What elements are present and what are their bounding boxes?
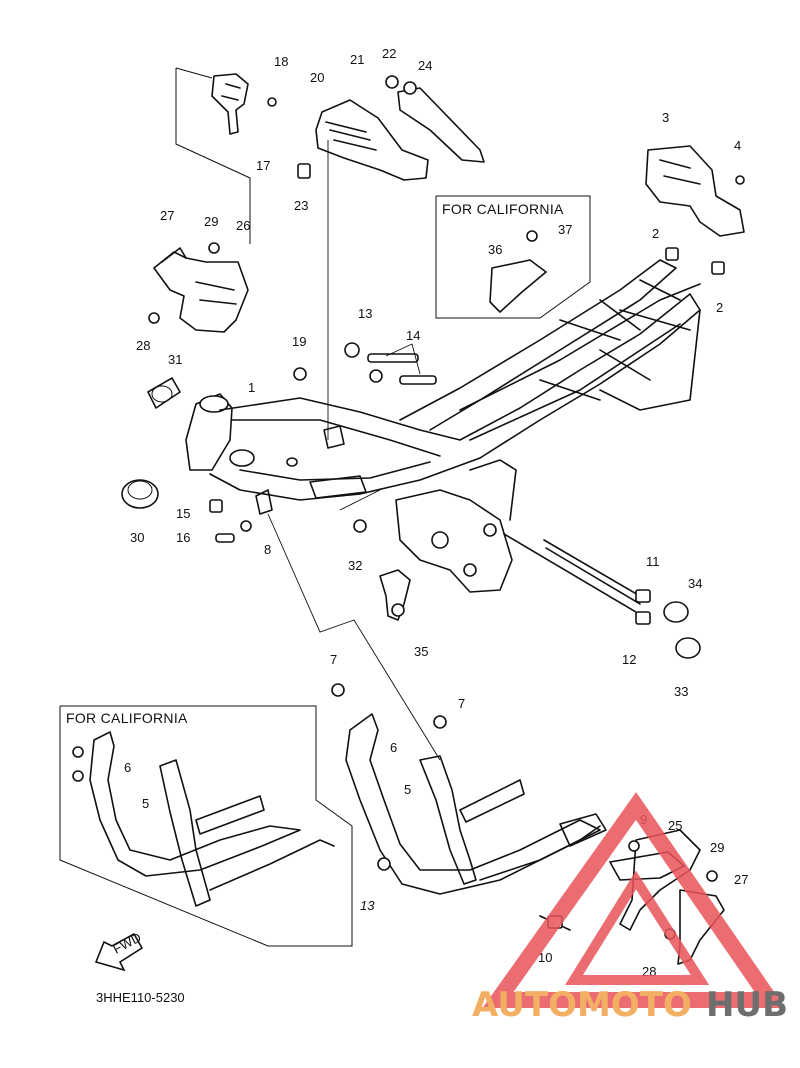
callout-32: 32: [348, 558, 362, 573]
diagram-code: 3HHE110-5230: [96, 990, 185, 1005]
callout-29: 29: [710, 840, 724, 855]
callout-6: 6: [390, 740, 397, 755]
callout-23: 23: [294, 198, 308, 213]
callout-20: 20: [310, 70, 324, 85]
callout-12: 12: [622, 652, 636, 667]
callout-15: 15: [176, 506, 190, 521]
part-30-cap: [121, 479, 159, 509]
watermark-brand-part1: AUTOMOTO: [472, 985, 692, 1025]
part-14-bolts: [344, 342, 437, 385]
callout-27: 27: [160, 208, 174, 223]
callout-7: 7: [330, 652, 337, 667]
callout-28: 28: [136, 338, 150, 353]
callout-22: 22: [382, 46, 396, 61]
callout-13: 13: [360, 898, 375, 913]
callout-13: 13: [358, 306, 372, 321]
callout-6: 6: [124, 760, 131, 775]
callout-4: 4: [734, 138, 741, 153]
callout-31: 31: [168, 352, 182, 367]
callout-5: 5: [142, 796, 149, 811]
callout-35: 35: [414, 644, 428, 659]
callout-2: 2: [652, 226, 659, 241]
part-31-cap: [147, 377, 181, 409]
callout-21: 21: [350, 52, 364, 67]
callout-19: 19: [292, 334, 306, 349]
part-32-nut: [353, 519, 367, 533]
callout-24: 24: [418, 58, 432, 73]
callout-7: 7: [458, 696, 465, 711]
part-26-bracket: [148, 242, 249, 333]
callout-26: 26: [236, 218, 250, 233]
part-3-bracket: [645, 145, 745, 275]
callouts: 1 2 2 3 4 5 5 6 6 7 7 8 9 10 11 12 13 13…: [124, 46, 748, 979]
part-23-nut: [297, 163, 311, 179]
callout-34: 34: [688, 576, 702, 591]
california-label-bottom: FOR CALIFORNIA: [66, 710, 188, 726]
callout-37: 37: [558, 222, 572, 237]
callout-10: 10: [538, 950, 552, 965]
lower-rails-main: [331, 683, 607, 895]
part-1-main-frame: [185, 259, 701, 593]
part-20-bracket: [315, 99, 429, 181]
callout-2: 2: [716, 300, 723, 315]
part-33-cap: [675, 637, 701, 659]
watermark-brand-part2: HUB: [706, 985, 788, 1025]
part-19-nut: [293, 367, 307, 381]
part-11-shaft: [503, 533, 651, 625]
callout-16: 16: [176, 530, 190, 545]
part-17-bracket: [175, 67, 277, 244]
callout-14: 14: [406, 328, 420, 343]
callout-1: 1: [248, 380, 255, 395]
california-box-bottom: FOR CALIFORNIA: [59, 705, 353, 947]
callout-30: 30: [130, 530, 144, 545]
part-35-link: [379, 569, 411, 621]
watermark-logo: AUTOMOTO HUB: [472, 792, 788, 1025]
callout-27: 27: [734, 872, 748, 887]
part-34-cap: [663, 601, 689, 623]
callout-17: 17: [256, 158, 270, 173]
part-16-bolt: [215, 533, 235, 543]
part-21-plate: [327, 75, 485, 440]
callout-8: 8: [264, 542, 271, 557]
callout-3: 3: [662, 110, 669, 125]
callout-33: 33: [674, 684, 688, 699]
california-box-top: FOR CALIFORNIA: [435, 195, 591, 319]
callout-25: 25: [668, 818, 682, 833]
part-15-collar: [209, 499, 223, 513]
fwd-arrow-icon: FWD: [94, 930, 144, 972]
part-8-nut: [240, 520, 252, 532]
callout-36: 36: [488, 242, 502, 257]
california-label-top: FOR CALIFORNIA: [442, 201, 564, 217]
callout-11: 11: [646, 554, 660, 569]
callout-29: 29: [204, 214, 218, 229]
callout-18: 18: [274, 54, 288, 69]
callout-5: 5: [404, 782, 411, 797]
